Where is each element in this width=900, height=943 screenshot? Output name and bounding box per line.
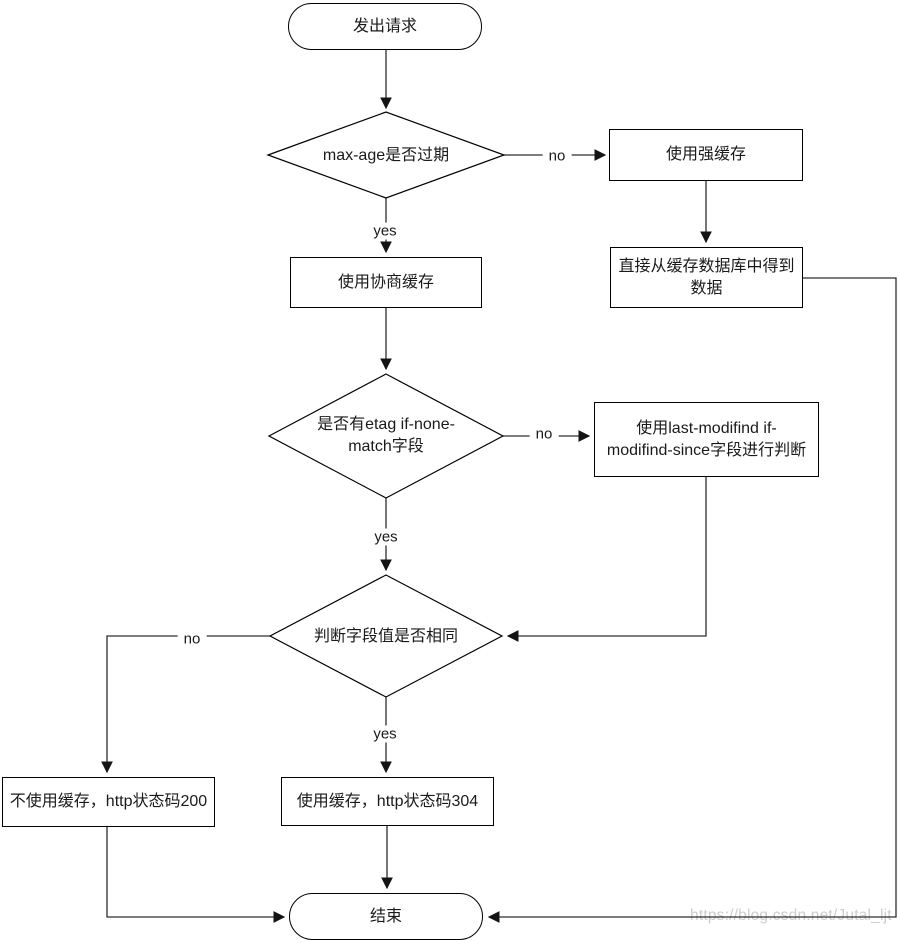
- use-negotiated-cache-label: 使用协商缓存: [337, 273, 434, 291]
- use-negotiated-cache-node: 使用协商缓存: [290, 257, 482, 308]
- watermark-text: https://blog.csdn.net/Jutal_ljt: [690, 907, 892, 924]
- get-from-cache-db-node: 直接从缓存数据库中得到 数据: [610, 247, 803, 308]
- edge-samevalue-no-to-200: [101, 635, 270, 774]
- use-cache-304-node: 使用缓存，http状态码304: [281, 777, 494, 826]
- get-from-cache-db-line2: 数据: [690, 279, 723, 297]
- no-cache-200-label: 不使用缓存，http状态码200: [9, 793, 208, 810]
- decision-etag-line1: 是否有etag if-none-: [317, 416, 455, 433]
- edge-label-etag-yes: yes: [368, 528, 404, 546]
- use-last-modified-node: 使用last-modifind if- modifind-since字段进行判断: [594, 402, 819, 477]
- use-cache-304-label: 使用缓存，http状态码304: [296, 792, 479, 810]
- start-node-label: 发出请求: [352, 17, 417, 35]
- use-strong-cache-node: 使用强缓存: [609, 129, 803, 181]
- edge-cachedb-to-end: [487, 277, 897, 923]
- decision-max-age-label: max-age是否过期: [322, 147, 450, 164]
- edge-label-max-age-yes: yes: [367, 222, 403, 240]
- use-last-modified-line1: 使用last-modifind if-: [636, 419, 777, 437]
- edge-lastmodified-to-samevalue: [506, 477, 707, 642]
- decision-etag-diamond: [267, 373, 505, 499]
- decision-same-value-diamond: [268, 574, 504, 698]
- end-node-label: 结束: [369, 907, 402, 925]
- edge-label-etag-no: no: [529, 425, 559, 443]
- get-from-cache-db-line1: 直接从缓存数据库中得到: [618, 257, 795, 275]
- no-cache-200-node: 不使用缓存，http状态码200: [2, 777, 215, 827]
- end-node: 结束: [289, 893, 483, 940]
- decision-etag-line2: match字段: [348, 438, 424, 455]
- edge-label-same-value-yes: yes: [367, 725, 403, 743]
- start-node: 发出请求: [288, 3, 482, 50]
- use-strong-cache-label: 使用强缓存: [665, 146, 746, 163]
- edge-200-to-end: [106, 827, 286, 923]
- edge-label-max-age-no: no: [542, 147, 572, 165]
- decision-same-value-label: 判断字段值是否相同: [313, 628, 458, 645]
- edge-label-same-value-no: no: [177, 630, 207, 648]
- decision-max-age-diamond: [266, 111, 506, 199]
- decision-etag-label: 是否有etag if-none- match字段: [276, 414, 496, 458]
- use-last-modified-line2: modifind-since字段进行判断: [606, 441, 807, 459]
